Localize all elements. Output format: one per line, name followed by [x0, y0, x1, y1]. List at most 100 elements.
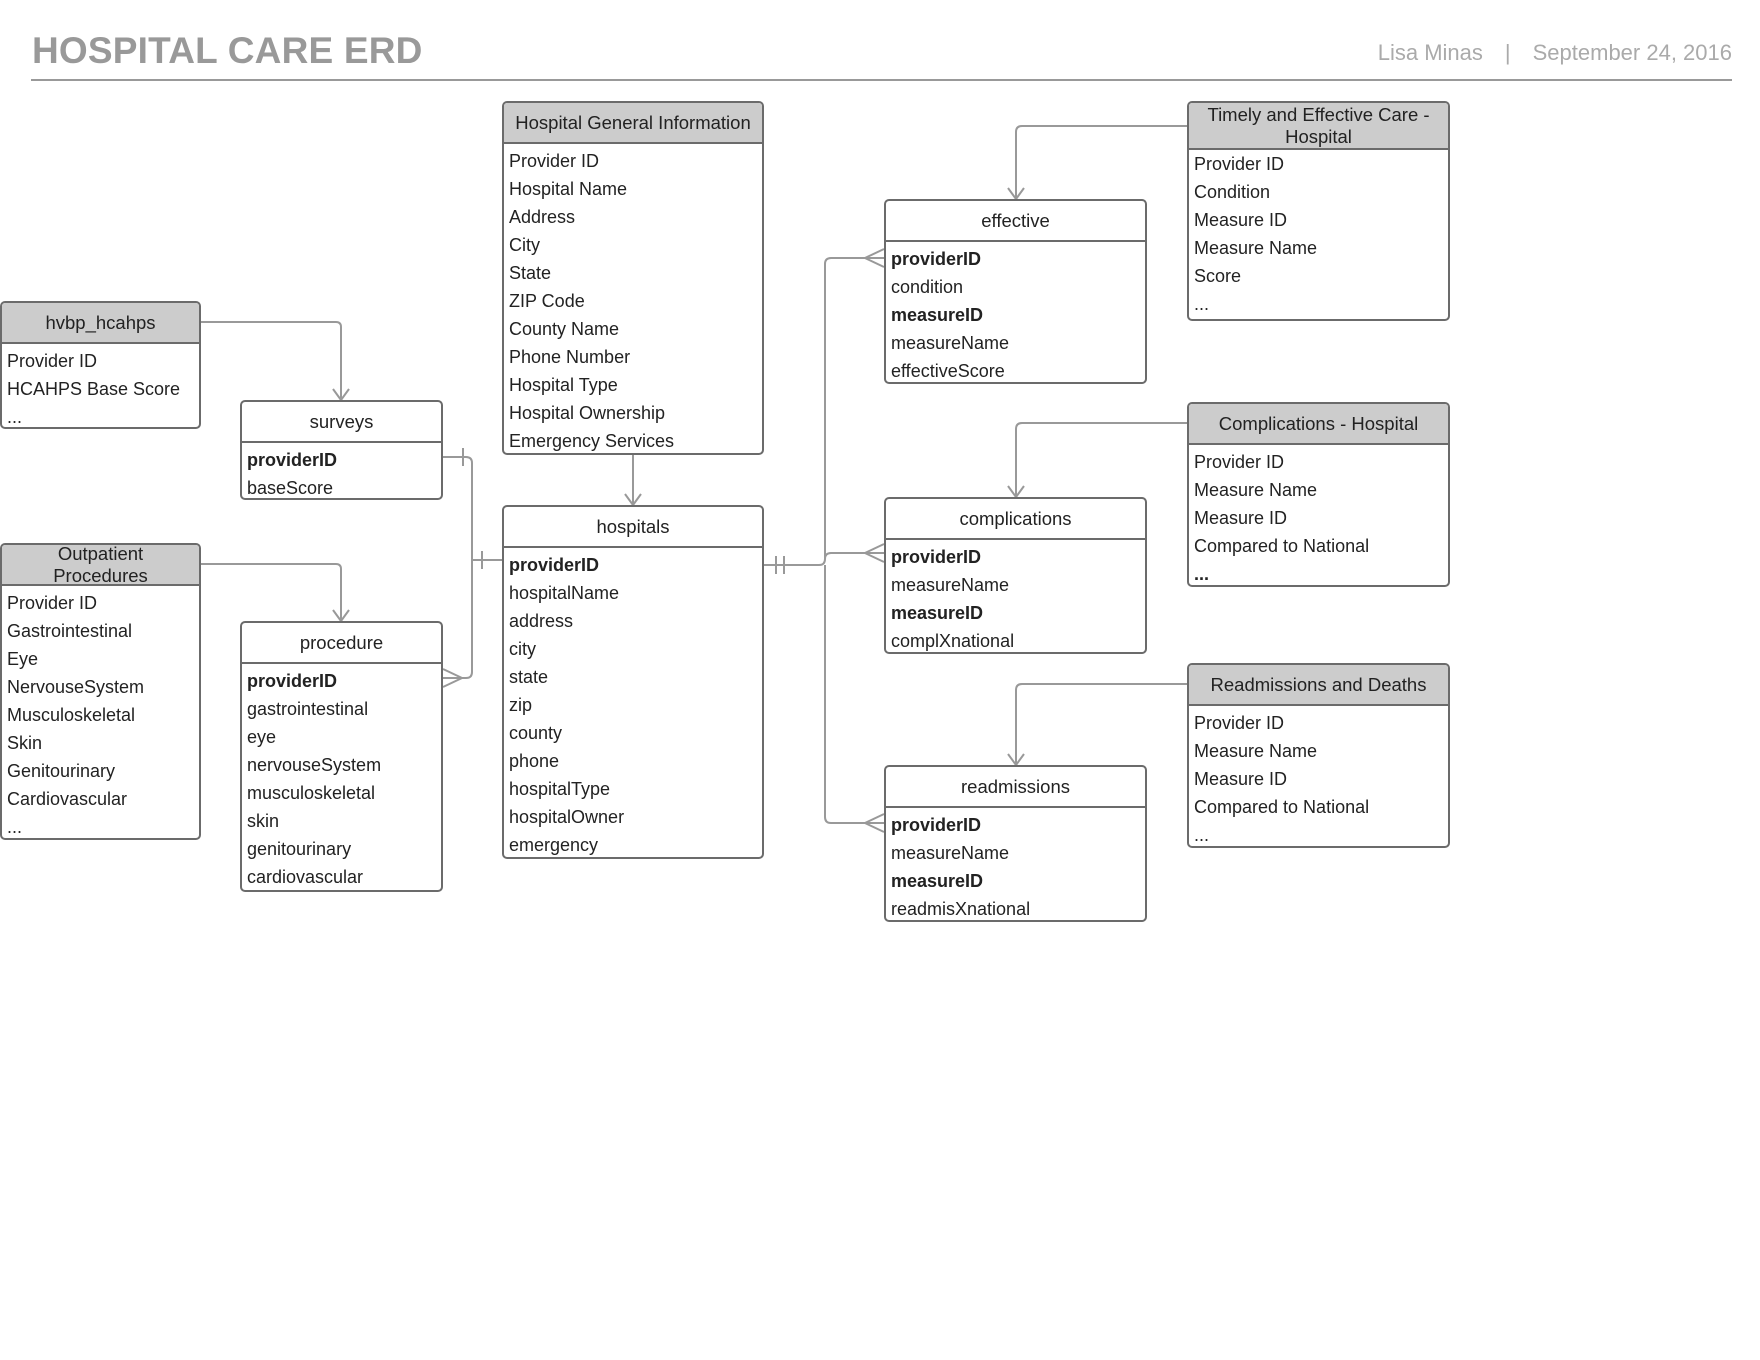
field-score: Score [1194, 266, 1242, 286]
relation-hospitals-to-measures [764, 257, 884, 824]
entity-effective: effective providerID condition measureID… [884, 199, 1147, 384]
entity-hvbp-hcahps: hvbp_hcahps Provider ID HCAHPS Base Scor… [0, 301, 201, 429]
field-hospital-type: hospitalType [509, 779, 611, 799]
entity-header: complications [886, 499, 1145, 540]
field-hospital-name: hospitalName [509, 583, 620, 603]
entity-surveys: surveys providerID baseScore [240, 400, 443, 500]
field-measure-name: Measure Name [1194, 238, 1318, 258]
field-measure-id-key: measureID [891, 871, 984, 891]
field-city: City [509, 235, 540, 255]
field-provider-id: Provider ID [509, 151, 600, 171]
field-provider-id: Provider ID [1194, 713, 1285, 733]
field-measure-name: Measure Name [1194, 741, 1318, 761]
field-emergency-services: Emergency Services [509, 431, 675, 451]
entity-fields: Provider ID Condition Measure ID Measure… [1189, 150, 1448, 318]
marker-effective-many [862, 248, 885, 268]
connector-compl-to-complications [1015, 422, 1187, 497]
field-effective-score: effectiveScore [891, 361, 1005, 381]
entity-complications: complications providerID measureName mea… [884, 497, 1147, 654]
field-measure-name: measureName [891, 575, 1010, 595]
marker-complications-many [862, 543, 885, 563]
field-address: address [509, 611, 574, 631]
entity-fields: providerID measureName measureID readmis… [886, 808, 1145, 920]
title-divider [31, 79, 1732, 81]
entity-complications-hospital: Complications - Hospital Provider ID Mea… [1187, 402, 1450, 587]
field-emergency: emergency [509, 835, 599, 855]
entity-fields: Provider ID HCAHPS Base Score ... [2, 344, 199, 427]
field-hospital-type: Hospital Type [509, 375, 618, 395]
field-ellipsis: ... [7, 817, 23, 837]
entity-fields: providerID condition measureID measureNa… [886, 242, 1145, 382]
field-nervouse-system: nervouseSystem [247, 755, 382, 775]
field-cardiovascular: Cardiovascular [7, 789, 128, 809]
field-genitourinary: Genitourinary [7, 761, 116, 781]
field-state: State [509, 263, 552, 283]
field-condition: Condition [1194, 182, 1271, 202]
field-compl-x-national: complXnational [891, 631, 1015, 651]
entity-fields: providerID baseScore [242, 443, 441, 498]
entity-header: effective [886, 201, 1145, 242]
field-measure-name: Measure Name [1194, 480, 1318, 500]
entity-procedure: procedure providerID gastrointestinal ey… [240, 621, 443, 892]
field-measure-id-key: measureID [891, 603, 984, 623]
field-state: state [509, 667, 549, 687]
field-provider-id-key: providerID [247, 450, 338, 470]
field-measure-id: Measure ID [1194, 210, 1288, 230]
field-cardiovascular: cardiovascular [247, 867, 364, 887]
field-hospital-owner: hospitalOwner [509, 807, 625, 827]
field-measure-id: Measure ID [1194, 508, 1288, 528]
relation-surveys-procedure-hospitals [443, 456, 502, 679]
entity-hospitals: hospitals providerID hospitalName addres… [502, 505, 764, 859]
marker-procedure-many [442, 668, 465, 688]
field-genitourinary: genitourinary [247, 839, 352, 859]
field-eye: eye [247, 727, 277, 747]
field-provider-id: Provider ID [7, 351, 98, 371]
field-ellipsis: ... [7, 407, 23, 427]
field-musculoskeletal: Musculoskeletal [7, 705, 136, 725]
field-provider-id-key: providerID [891, 249, 982, 269]
field-skin: Skin [7, 733, 43, 753]
field-county: county [509, 723, 563, 743]
entity-header: Timely and Effective Care - Hospital [1189, 103, 1448, 150]
field-compared-to-national: Compared to National [1194, 536, 1370, 556]
field-compared-to-national: Compared to National [1194, 797, 1370, 817]
field-measure-id-key: measureID [891, 305, 984, 325]
field-provider-id: Provider ID [7, 593, 98, 613]
author-name: Lisa Minas [1377, 40, 1483, 65]
field-condition: condition [891, 277, 964, 297]
field-musculoskeletal: musculoskeletal [247, 783, 376, 803]
entity-fields: Provider ID Measure Name Measure ID Comp… [1189, 706, 1448, 846]
entity-header: surveys [242, 402, 441, 443]
connector-outpatient-to-procedure [201, 563, 342, 621]
field-readmis-x-national: readmisXnational [891, 899, 1031, 919]
entity-header: procedure [242, 623, 441, 664]
entity-timely-effective-care: Timely and Effective Care - Hospital Pro… [1187, 101, 1450, 321]
field-eye: Eye [7, 649, 39, 669]
field-measure-name: measureName [891, 333, 1010, 353]
field-provider-id-key: providerID [891, 815, 982, 835]
diagram-date: September 24, 2016 [1532, 40, 1732, 65]
meta-separator: | [1504, 40, 1511, 65]
field-ellipsis: ... [1194, 564, 1210, 584]
entity-header: Hospital General Information [504, 103, 762, 144]
field-provider-id-key: providerID [509, 555, 600, 575]
field-hospital-name: Hospital Name [509, 179, 628, 199]
entity-readmissions: readmissions providerID measureName meas… [884, 765, 1147, 922]
entity-fields: providerID measureName measureID complXn… [886, 540, 1145, 652]
field-ellipsis: ... [1194, 294, 1210, 314]
field-provider-id: Provider ID [1194, 154, 1285, 174]
field-ellipsis: ... [1194, 825, 1210, 845]
entity-outpatient-procedures: Outpatient Procedures Provider ID Gastro… [0, 543, 201, 840]
entity-readmissions-deaths: Readmissions and Deaths Provider ID Meas… [1187, 663, 1450, 848]
field-city: city [509, 639, 536, 659]
field-nervouse-system: NervouseSystem [7, 677, 145, 697]
entity-fields: Provider ID Measure Name Measure ID Comp… [1189, 445, 1448, 585]
field-provider-id: Provider ID [1194, 452, 1285, 472]
diagram-meta: Lisa Minas | September 24, 2016 [1378, 40, 1732, 66]
diagram-title: HOSPITAL CARE ERD [32, 30, 423, 71]
entity-fields: providerID hospitalName address city sta… [504, 548, 762, 857]
field-measure-id: Measure ID [1194, 769, 1288, 789]
entity-hospital-general-information: Hospital General Information Provider ID… [502, 101, 764, 455]
field-measure-name: measureName [891, 843, 1010, 863]
entity-fields: providerID gastrointestinal eye nervouse… [242, 664, 441, 890]
